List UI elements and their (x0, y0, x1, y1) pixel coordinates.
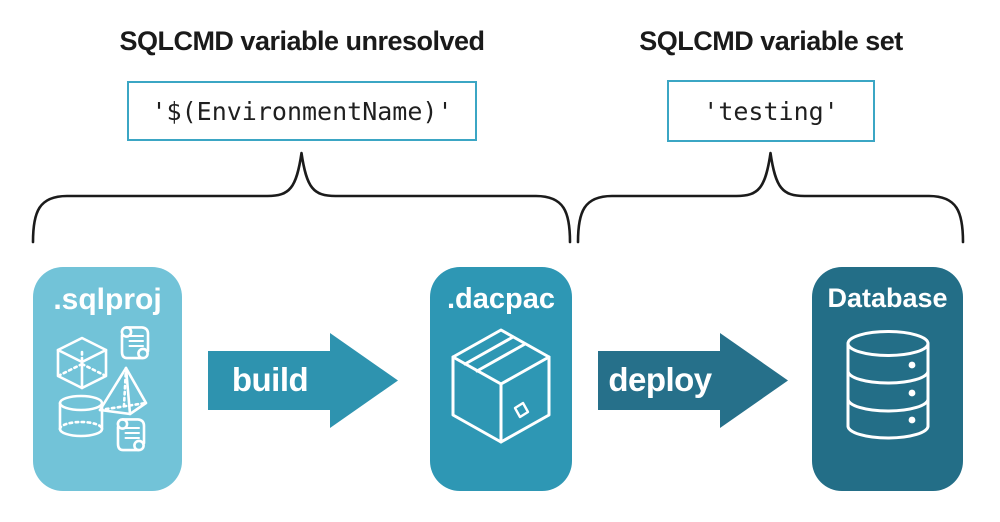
heading-sqlcmd-unresolved: SQLCMD variable unresolved (119, 26, 485, 56)
brace-right-icon (576, 151, 965, 244)
code-box-unresolved: '$(EnvironmentName)' (127, 81, 477, 141)
sql-project-objects-icon (56, 326, 149, 452)
build-arrow-label: build (231, 360, 309, 398)
stage-sqlproj-box: .sqlproj (33, 267, 182, 491)
code-value-set: 'testing' (703, 96, 839, 126)
stage-dacpac-label: .dacpac (447, 283, 555, 315)
brace-left-icon (31, 151, 572, 244)
stage-dacpac-box: .dacpac (430, 267, 572, 491)
database-cylinder-icon (846, 330, 929, 440)
build-arrow-icon (208, 333, 398, 428)
heading-sqlcmd-set: SQLCMD variable set (639, 26, 903, 56)
deploy-arrow-icon (598, 333, 788, 428)
stage-database-box: Database (812, 267, 963, 491)
stage-database-label: Database (827, 283, 948, 313)
code-value-unresolved: '$(EnvironmentName)' (151, 96, 453, 126)
code-box-set: 'testing' (667, 80, 875, 142)
package-box-icon (451, 328, 551, 444)
stage-sqlproj-label: .sqlproj (53, 283, 162, 316)
deploy-arrow-label: deploy (608, 360, 712, 398)
